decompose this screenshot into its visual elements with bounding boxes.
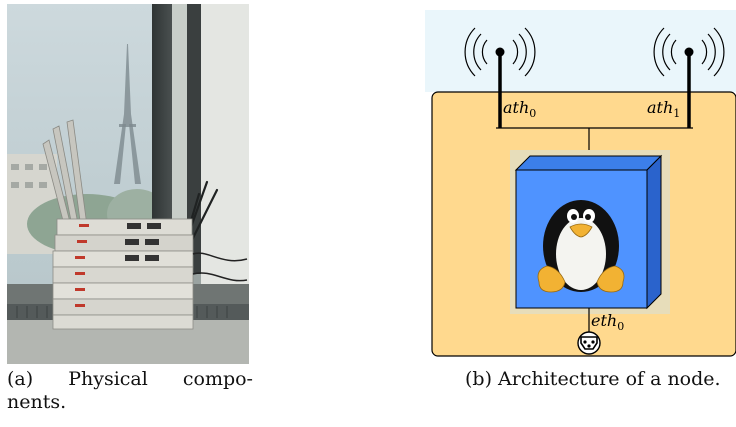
caption-tag-a: (a) bbox=[7, 368, 34, 390]
ethernet-socket-icon bbox=[577, 331, 601, 355]
label-ath0: ath0 bbox=[503, 98, 536, 120]
caption-a-word1: Physical bbox=[68, 368, 148, 390]
photo-physical-components bbox=[7, 4, 249, 364]
diagram-node-architecture: ath0 ath1 eth0 bbox=[425, 10, 736, 357]
wifi-wave-icon bbox=[653, 27, 725, 77]
caption-tag-b: (b) bbox=[465, 368, 492, 390]
label-ath1: ath1 bbox=[647, 98, 680, 120]
caption-a-line2: nents. bbox=[7, 391, 67, 413]
antenna-icon-left bbox=[464, 27, 536, 128]
antenna-icon-right bbox=[653, 27, 725, 128]
tux-penguin-icon bbox=[537, 200, 625, 293]
caption-subfig-a: (a) Physical compo- nents. bbox=[7, 368, 253, 414]
caption-subfig-b: (b) Architecture of a node. bbox=[465, 368, 736, 391]
label-eth0: eth0 bbox=[591, 311, 624, 333]
caption-b-text: Architecture of a node. bbox=[498, 368, 721, 390]
wifi-wave-icon bbox=[464, 27, 536, 77]
caption-a-word2: compo- bbox=[182, 368, 253, 390]
sky-band bbox=[425, 10, 736, 92]
